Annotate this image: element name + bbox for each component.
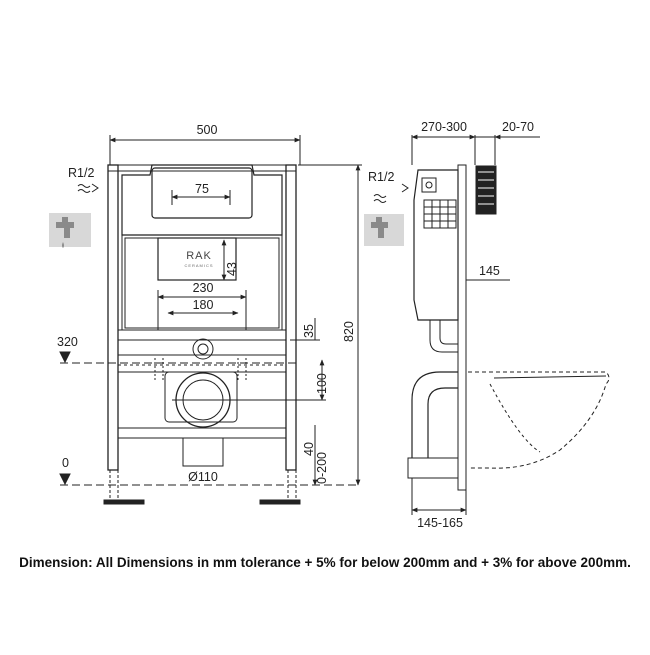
outlet-housing xyxy=(164,371,238,423)
flow-wave-icon xyxy=(77,184,91,193)
right-upright xyxy=(285,164,297,471)
adjust-range-label: 0-200 xyxy=(315,452,329,484)
flush-plate-opening xyxy=(157,237,237,281)
waste-bend-inner xyxy=(427,387,458,458)
bottom-offset-label: 40 xyxy=(302,442,316,456)
foot-plate-left xyxy=(103,499,145,505)
cistern-top-panel xyxy=(151,167,253,219)
cistern-side xyxy=(413,169,459,321)
inlet-arrow-icon xyxy=(91,183,99,193)
water-inlet-inner xyxy=(197,343,209,355)
level-0-label: 0 xyxy=(62,456,69,470)
foot-plate-right xyxy=(259,499,301,505)
top-width-label: 75 xyxy=(195,182,209,196)
cistern-body xyxy=(121,164,283,236)
inlet-label-front: R1/2 xyxy=(68,166,94,180)
level-0-marker xyxy=(59,473,71,486)
pipe-height-label: 145 xyxy=(479,264,500,278)
depth-range-label: 270-300 xyxy=(421,120,467,134)
outlet-pipe xyxy=(182,437,224,467)
inner-width-a-label: 230 xyxy=(193,281,214,295)
faucet-icon xyxy=(49,213,91,248)
dimension-caption: Dimension: All Dimensions in mm toleranc… xyxy=(19,555,631,570)
level-320-marker xyxy=(59,351,71,364)
labels: 500 75 230 180 43 35 100 40 0-200 820 Ø1… xyxy=(57,120,534,530)
side-upright xyxy=(457,164,467,491)
toilet-pan xyxy=(468,371,610,469)
flush-pipe xyxy=(429,320,458,353)
inner-width-b-label: 180 xyxy=(193,298,214,312)
flush-pipe-inner xyxy=(439,320,458,345)
faucet-icon xyxy=(364,214,404,246)
brand-logo: RAK CERAMICS xyxy=(184,250,213,268)
waste-bend-outer xyxy=(411,371,458,458)
bottom-rail xyxy=(117,427,287,439)
valve-box xyxy=(421,177,437,193)
inlet-label-side: R1/2 xyxy=(368,170,394,184)
outlet-diameter-label: Ø110 xyxy=(188,470,218,484)
height-label: 820 xyxy=(342,321,356,342)
outlet-offset-label: 100 xyxy=(315,373,329,394)
brand-subtext: CERAMICS xyxy=(184,263,213,268)
left-upright xyxy=(107,164,119,471)
flush-plate-side xyxy=(475,165,497,215)
bowl-inner xyxy=(489,383,541,453)
inlet-arrow-icon xyxy=(401,183,409,193)
valve-circle xyxy=(425,181,433,189)
brand-text: RAK xyxy=(186,250,212,262)
level-320-label: 320 xyxy=(57,335,78,349)
side-view xyxy=(373,134,610,515)
pan-range-label: 145-165 xyxy=(417,516,463,530)
middle-rail xyxy=(117,329,287,341)
width-label: 500 xyxy=(197,123,218,137)
waste-outlet xyxy=(407,457,459,479)
wall-range-label: 20-70 xyxy=(502,120,534,134)
flow-wave-icon xyxy=(373,194,387,203)
seat-line xyxy=(493,375,607,379)
offset-b-label: 43 xyxy=(225,262,239,276)
front-view xyxy=(59,135,362,505)
water-inlet-circle xyxy=(192,338,214,360)
offset-a-label: 35 xyxy=(302,324,316,338)
